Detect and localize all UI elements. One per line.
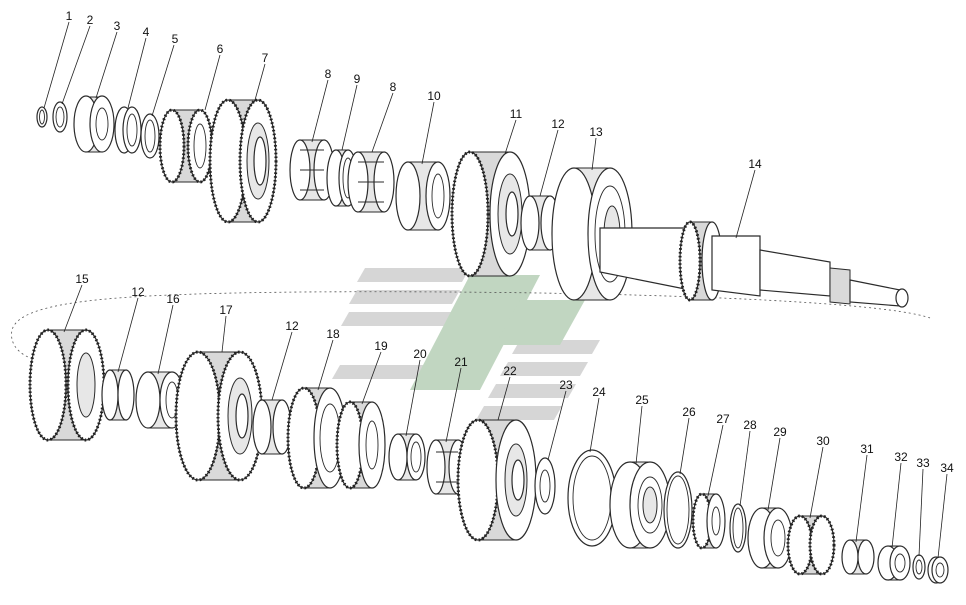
label-25: 25 xyxy=(635,393,649,407)
label-15: 15 xyxy=(75,272,89,286)
label-13: 13 xyxy=(589,125,603,139)
label-7: 7 xyxy=(262,51,269,65)
part-sleeve-31 xyxy=(841,539,875,575)
label-31: 31 xyxy=(860,442,874,456)
label-8a: 8 xyxy=(325,67,332,81)
label-9: 9 xyxy=(354,72,361,86)
part-gear-6 xyxy=(158,108,214,184)
part-snap-ring-24 xyxy=(567,449,617,547)
part-snap-ring-26 xyxy=(663,471,693,549)
label-29: 29 xyxy=(773,425,787,439)
label-22: 22 xyxy=(503,364,517,378)
label-16: 16 xyxy=(166,292,180,306)
label-11: 11 xyxy=(510,107,523,121)
part-number-labels: 1 2 3 4 5 6 7 8 9 8 10 11 12 13 14 15 12… xyxy=(66,9,954,475)
leader-lines xyxy=(43,21,948,559)
part-washer-5 xyxy=(140,113,160,159)
label-5: 5 xyxy=(172,32,179,46)
part-gear-17 xyxy=(174,350,264,482)
part-needle-bearing-8b xyxy=(347,151,395,213)
part-snap-ring-28 xyxy=(729,503,747,553)
label-3: 3 xyxy=(114,19,121,33)
part-bearing-32 xyxy=(877,545,911,581)
part-gear-7 xyxy=(208,98,278,224)
part-gear-27 xyxy=(691,492,726,550)
part-nut-34 xyxy=(927,556,949,584)
label-28: 28 xyxy=(743,418,757,432)
part-gear-22 xyxy=(456,418,537,542)
part-bearing-3 xyxy=(73,95,115,153)
label-19: 19 xyxy=(374,339,388,353)
label-20: 20 xyxy=(413,347,427,361)
label-14: 14 xyxy=(748,157,762,171)
label-18: 18 xyxy=(326,327,340,341)
part-snap-ring-1 xyxy=(36,106,48,128)
part-washer-2 xyxy=(52,101,68,133)
label-12a: 12 xyxy=(551,117,565,131)
label-2: 2 xyxy=(87,13,94,27)
assembly-path-line xyxy=(11,291,931,361)
label-27: 27 xyxy=(716,412,730,426)
label-12c: 12 xyxy=(285,319,299,333)
label-17: 17 xyxy=(219,303,233,317)
label-23: 23 xyxy=(559,378,573,392)
part-needle-bearing-12b xyxy=(101,369,135,421)
label-12b: 12 xyxy=(131,285,145,299)
label-8b: 8 xyxy=(390,80,397,94)
label-34: 34 xyxy=(940,461,954,475)
part-washer-23 xyxy=(534,457,556,515)
part-bearing-25 xyxy=(609,461,671,549)
part-ring-4 xyxy=(114,106,142,154)
label-26: 26 xyxy=(682,405,696,419)
label-21: 21 xyxy=(454,355,468,369)
label-32: 32 xyxy=(894,450,908,464)
part-hub-19 xyxy=(335,400,386,490)
part-gear-11 xyxy=(450,150,531,278)
label-24: 24 xyxy=(592,385,606,399)
label-33: 33 xyxy=(916,456,930,470)
part-washer-33 xyxy=(912,554,926,580)
label-30: 30 xyxy=(816,434,830,448)
part-gear-15 xyxy=(28,328,106,442)
label-6: 6 xyxy=(217,42,224,56)
part-main-shaft-14 xyxy=(599,220,909,308)
part-bushing-10 xyxy=(395,161,451,231)
label-10: 10 xyxy=(427,89,441,103)
part-gear-30 xyxy=(786,514,836,576)
part-needle-bearing-12c xyxy=(252,399,292,455)
label-1: 1 xyxy=(66,9,73,23)
watermark-logo xyxy=(332,268,600,420)
part-bearing-29 xyxy=(747,507,793,569)
label-4: 4 xyxy=(143,25,150,39)
part-sleeve-20 xyxy=(388,433,426,481)
